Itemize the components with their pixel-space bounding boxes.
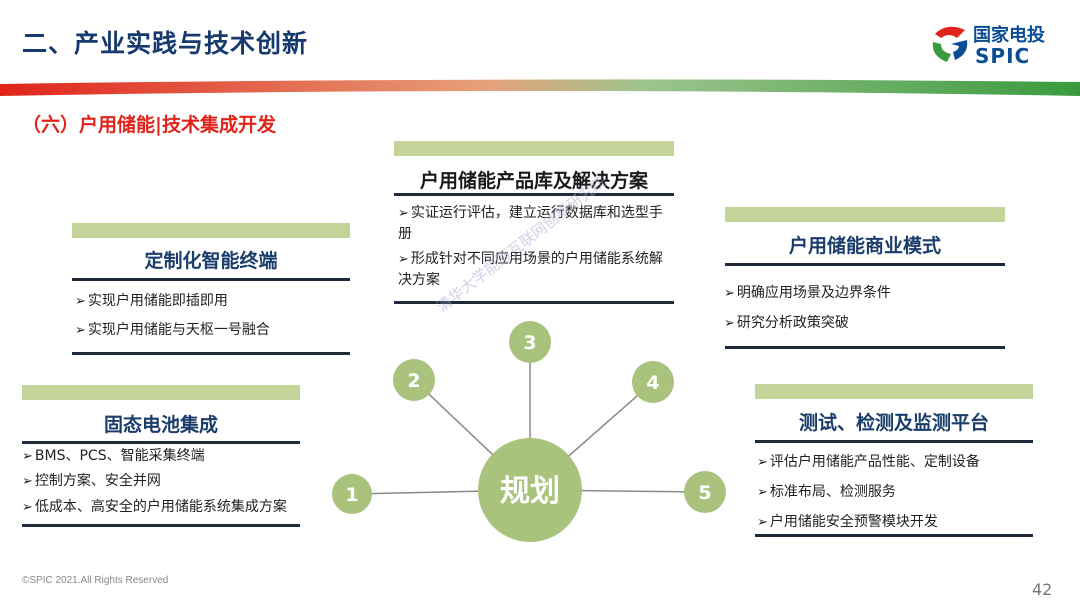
- top-box-heading: 户用储能产品库及解决方案: [419, 170, 648, 192]
- top-box-bottom-line: [394, 301, 674, 304]
- node-5: [684, 471, 726, 513]
- node-2-label: 2: [407, 370, 420, 392]
- node-2: [393, 359, 435, 401]
- right-lower-bar: [755, 384, 1033, 399]
- left-lower-item-3: 低成本、高安全的户用储能系统集成方案: [22, 497, 326, 518]
- node-1: [332, 474, 372, 514]
- node-3-label: 3: [523, 332, 536, 354]
- right-upper-heading: 户用储能商业模式: [788, 235, 941, 257]
- right-upper-item-1: 明确应用场景及边界条件: [724, 283, 1004, 304]
- left-upper-bottom-line: [72, 352, 350, 355]
- right-lower-heading: 测试、检测及监测平台: [798, 412, 989, 434]
- node-4: [632, 361, 674, 403]
- right-lower-bottom-line: [755, 534, 1033, 537]
- page-title: 二、产业实践与技术创新: [22, 29, 309, 58]
- left-upper-item-1: 实现户用储能即插即用: [75, 291, 347, 312]
- right-upper-bottom-line: [725, 346, 1005, 349]
- left-lower-item-1: BMS、PCS、智能采集终端: [22, 446, 322, 467]
- section-subtitle: （六）户用储能|技术集成开发: [22, 114, 276, 136]
- top-box-bar: [394, 141, 674, 156]
- node-4-label: 4: [646, 372, 659, 394]
- top-box-line: [394, 193, 674, 196]
- footer-copyright: ©SPIC 2021.All Rights Reserved: [22, 575, 169, 586]
- node-1-label: 1: [345, 484, 358, 506]
- left-upper-bar: [72, 223, 350, 238]
- header-stripe: [0, 79, 1080, 96]
- node-5-label: 5: [698, 482, 711, 504]
- right-lower-item-1: 评估户用储能产品性能、定制设备: [757, 452, 1037, 473]
- left-lower-heading: 固态电池集成: [103, 414, 218, 436]
- spic-logo: [927, 20, 973, 66]
- left-lower-line: [22, 441, 300, 444]
- right-lower-line: [755, 440, 1033, 443]
- page-number: 42: [1032, 580, 1053, 599]
- node-3: [509, 321, 551, 363]
- right-upper-bar: [725, 207, 1005, 222]
- left-upper-item-2: 实现户用储能与天枢一号融合: [75, 320, 347, 341]
- top-box-item-2: 形成针对不同应用场景的户用储能系统解决方案: [398, 249, 668, 290]
- left-upper-line: [72, 278, 350, 281]
- left-lower-item-2: 控制方案、安全并网: [22, 471, 322, 492]
- center-circle: [478, 438, 582, 542]
- center-label: 规划: [500, 474, 560, 509]
- right-upper-line: [725, 263, 1005, 266]
- logo-text-cn: 国家电投: [973, 25, 1045, 46]
- right-lower-item-3: 户用储能安全预警模块开发: [757, 512, 1037, 533]
- left-upper-heading: 定制化智能终端: [144, 250, 278, 272]
- left-lower-bottom-line: [22, 524, 300, 527]
- spic-logo-icon: [932, 26, 968, 62]
- logo-text-en: SPIC: [975, 44, 1031, 68]
- top-box-item-1: 实证运行评估，建立运行数据库和选型手册: [398, 203, 668, 244]
- right-upper-item-2: 研究分析政策突破: [724, 313, 1004, 334]
- right-lower-item-2: 标准布局、检测服务: [757, 482, 1037, 503]
- left-lower-bar: [22, 385, 300, 400]
